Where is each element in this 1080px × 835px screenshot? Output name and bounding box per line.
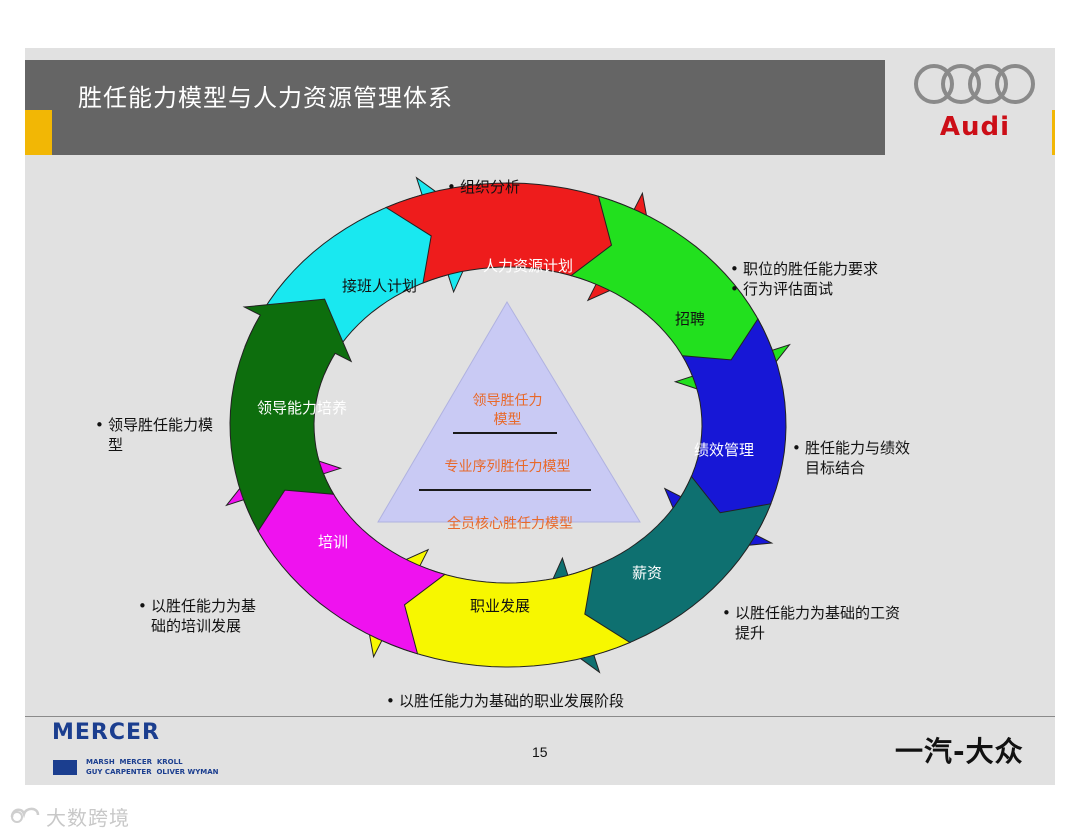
audi-rings-icon <box>914 64 1035 104</box>
mercer-logo: MERCER <box>52 720 160 745</box>
footer-divider <box>25 716 1055 717</box>
annotation-salary: •以胜任能力为基础的工资提升 <box>722 603 908 643</box>
annotation-hr-plan: •组织分析 <box>447 177 567 197</box>
annotation-text: 胜任能力与绩效目标结合 <box>805 439 911 477</box>
bullet-dot: • <box>447 178 456 196</box>
segment-label-succession: 接班人计划 <box>342 277 418 295</box>
bullet-dot: • <box>95 416 104 434</box>
pyramid-divider-bottom <box>419 489 591 491</box>
arrow-magenta <box>225 445 446 655</box>
arrow-green <box>570 195 791 405</box>
watermark-text: 大数跨境 <box>46 806 130 830</box>
annotation-text: 以胜任能力为基础的培训发展 <box>151 597 257 635</box>
bullet-dot: • <box>386 692 395 710</box>
annotation-text: 以胜任能力为基础的工资提升 <box>735 604 901 642</box>
annotation-leadership: •领导胜任能力模型 <box>95 415 223 455</box>
annotation-text: 行为评估面试 <box>743 280 834 298</box>
pyramid-level-top: 领导胜任力 模型 <box>455 392 560 430</box>
title-accent-bar-right <box>1052 110 1055 155</box>
annotation-text: 职位的胜任能力要求 <box>743 260 879 278</box>
segment-label-career: 职业发展 <box>470 597 531 615</box>
watermark-logo-icon <box>10 807 40 823</box>
bullet-dot: • <box>722 604 731 622</box>
bullet-dot: • <box>730 280 739 298</box>
annotation-recruit-2: •行为评估面试 <box>730 279 910 299</box>
segment-label-training: 培训 <box>318 533 349 551</box>
segment-label-salary: 薪资 <box>632 564 663 582</box>
annotation-career: •以胜任能力为基础的职业发展阶段 <box>386 691 656 711</box>
title-bar <box>25 60 885 155</box>
pyramid-level-bottom: 全员核心胜任力模型 <box>447 516 573 532</box>
annotation-text: 组织分析 <box>460 178 521 196</box>
title-accent-bar <box>25 110 52 155</box>
mercer-mark-icon <box>53 760 77 775</box>
annotation-training: •以胜任能力为基础的培训发展 <box>138 596 268 636</box>
page-number: 15 <box>532 744 548 760</box>
pyramid-level-middle: 专业序列胜任力模型 <box>444 459 571 475</box>
cycle-arrows <box>225 176 791 674</box>
audi-wordmark: Audi <box>939 112 1011 142</box>
annotation-recruit: •职位的胜任能力要求 <box>730 259 910 279</box>
mercer-group-names: MARSH MERCER KROLL GUY CARPENTER OLIVER … <box>86 758 219 776</box>
segment-label-hr-plan: 人力资源计划 <box>483 257 574 275</box>
bullet-dot: • <box>730 260 739 278</box>
pyramid-level-top-line1: 领导胜任力 <box>472 393 543 409</box>
bullet-dot: • <box>138 597 147 615</box>
pyramid-divider-top <box>453 432 557 434</box>
annotation-performance: •胜任能力与绩效目标结合 <box>792 438 918 478</box>
pyramid-level-top-line2: 模型 <box>493 412 522 428</box>
segment-label-leadership: 领导能力培养 <box>257 399 348 417</box>
annotation-text: 以胜任能力为基础的职业发展阶段 <box>399 692 625 710</box>
annotation-text: 领导胜任能力模型 <box>108 416 214 454</box>
pyramid-triangle <box>377 301 641 523</box>
bullet-dot: • <box>792 439 801 457</box>
page-title: 胜任能力模型与人力资源管理体系 <box>78 84 453 112</box>
faw-vw-logo: 一汽-大众 <box>895 735 1024 768</box>
segment-label-recruit: 招聘 <box>675 310 706 328</box>
segment-label-performance: 绩效管理 <box>694 441 755 459</box>
arrow-darkgreen <box>229 298 353 533</box>
